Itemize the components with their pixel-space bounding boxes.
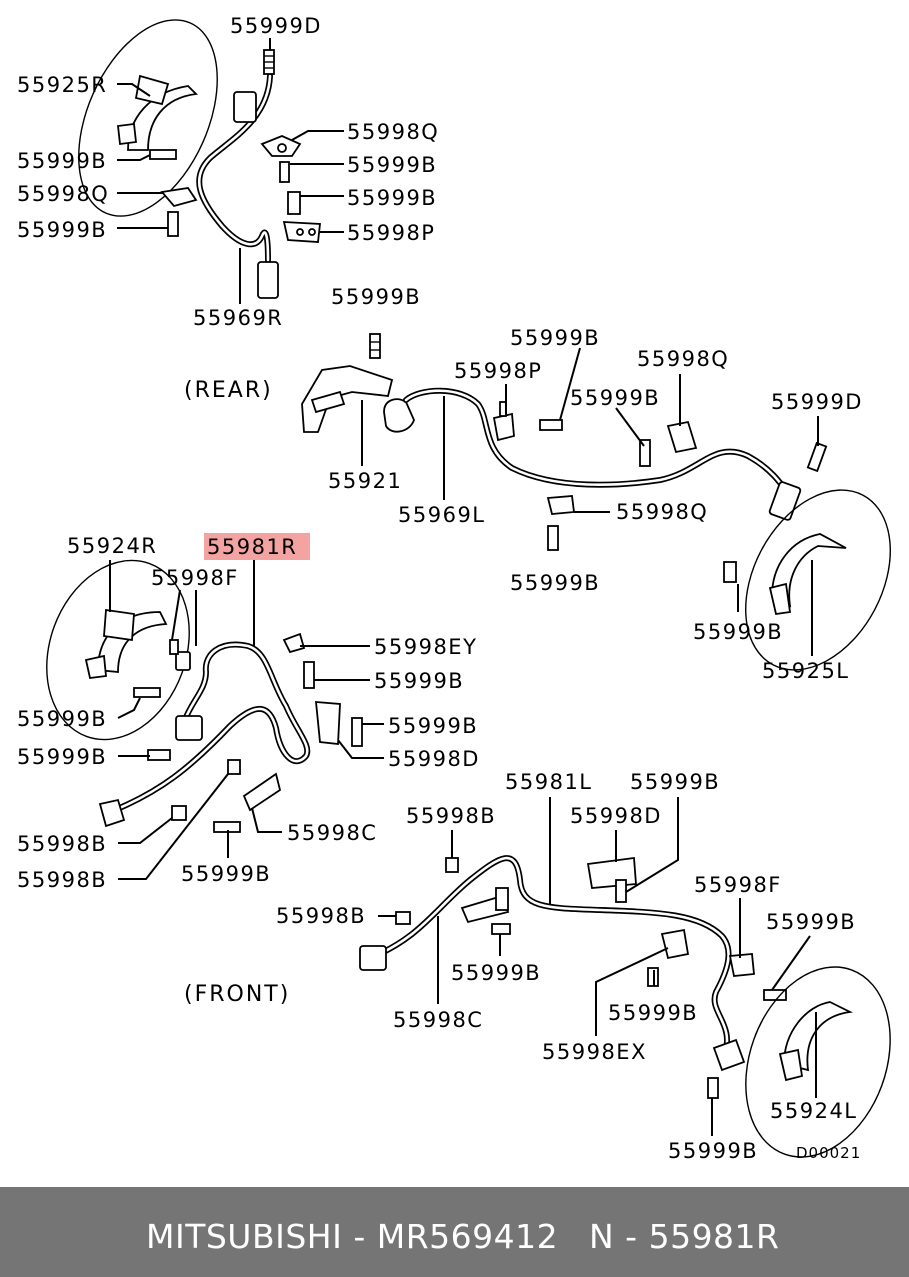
part-label: 55999B [766,910,856,934]
part-label: 55999B [510,326,600,350]
part-label: 55999B [17,707,107,731]
part-label: 55999B [570,386,660,410]
part-label: 55998P [454,359,542,383]
part-label: 55999B [331,285,421,309]
part-label: 55969R [193,306,283,330]
part-label: 55999B [510,571,600,595]
part-label: 55998B [276,904,366,928]
part-label: 55999D [230,14,322,38]
part-label: 55921 [328,469,402,493]
footer-bar: MITSUBISHI - MR569412 N - 55981R [0,1187,909,1277]
part-label: 55998Q [347,120,439,144]
part-label: 55998D [388,747,480,771]
footer-brand-part-number: MITSUBISHI - MR569412 [146,1217,559,1256]
part-label-highlighted: 55981R [207,535,297,559]
part-label: 55998C [393,1008,483,1032]
part-label: 55924R [67,534,157,558]
rear-left-assembly [301,333,891,671]
part-label: 55998C [287,821,377,845]
part-label: 55998Q [616,500,708,524]
part-label: 55925R [17,73,107,97]
part-label: 55998B [17,868,107,892]
part-label: 55999B [181,862,271,886]
section-label-front: (FRONT) [184,982,290,1007]
part-label: 55998Q [17,182,109,206]
part-label: 55998F [151,566,239,590]
part-label: 55998B [406,804,496,828]
part-label: 55998Q [637,347,729,371]
footer-reference: N - 55981R [589,1217,780,1256]
part-label: 55999B [451,961,541,985]
part-label: 55969L [398,503,486,527]
part-label: 55999B [347,186,437,210]
parts-diagram: (REAR) (FRONT) D00021 55999D 55925R 5599… [17,14,891,1163]
rear-right-assembly [78,19,344,304]
part-label: 55998P [347,221,435,245]
part-label: 55999B [388,714,478,738]
part-label: 55999B [17,745,107,769]
section-label-rear: (REAR) [184,378,273,403]
part-label: 55999B [693,620,783,644]
part-label: 55999B [608,1001,698,1025]
front-left-assembly [359,797,891,1158]
part-label: 55998EY [374,635,477,659]
part-label: 55925L [762,659,850,683]
part-label: 55999D [771,390,863,414]
highlight-box [204,533,310,560]
labels: (REAR) (FRONT) D00021 55999D 55925R 5599… [17,14,863,1163]
part-label: 55999B [374,669,464,693]
part-label: 55999B [630,770,720,794]
part-label: 55998F [694,873,782,897]
part-label: 55999B [347,153,437,177]
part-label: 55981L [505,770,593,794]
part-label: 55999B [17,218,107,242]
part-label: 55998EX [542,1040,647,1064]
front-right-assembly [46,559,384,880]
part-label: 55998B [17,832,107,856]
part-label: 55999B [17,149,107,173]
drawing-code: D00021 [796,1144,861,1162]
part-label: 55924L [770,1099,858,1123]
part-label: 55998D [570,804,662,828]
part-label: 55999B [668,1139,758,1163]
